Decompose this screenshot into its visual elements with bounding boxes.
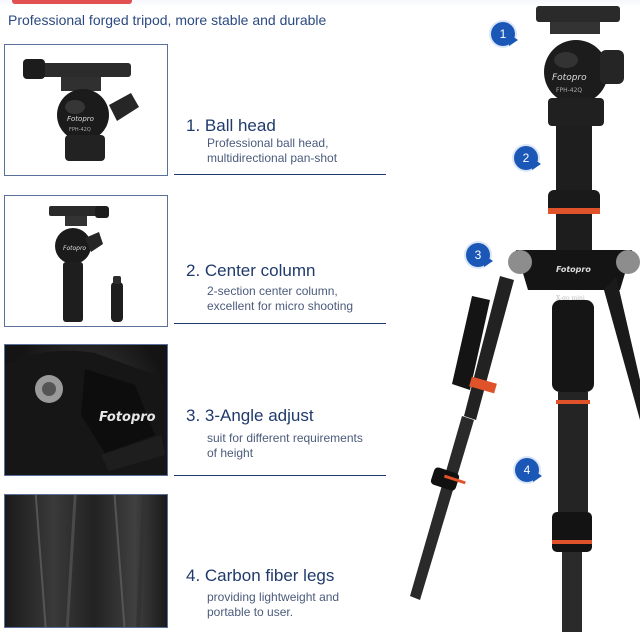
feature-title: 1. Ball head xyxy=(186,116,276,135)
column-brand-label: Fotopro xyxy=(63,245,86,252)
marker-center-column: 2 xyxy=(514,146,541,170)
feature-divider xyxy=(174,475,386,476)
angle-brand-label: Fotopro xyxy=(99,410,156,425)
carbon-fiber-image xyxy=(4,494,168,628)
feature-center-column: Fotopro 2. Center column 2-section cente… xyxy=(0,195,390,345)
page-tagline: Professional forged tripod, more stable … xyxy=(8,12,327,28)
ball-head-image: Fotopro FPH-42Q xyxy=(4,44,168,176)
feature-desc-line2: excellent for micro shooting xyxy=(207,299,354,313)
column-model-label: X-go mini xyxy=(556,295,585,302)
tripod-model-label: FPH-42Q xyxy=(556,87,582,94)
feature-title: 3. 3-Angle adjust xyxy=(186,406,314,425)
feature-title: 2. Center column xyxy=(186,261,316,280)
spider-brand-label: Fotopro xyxy=(556,265,591,274)
top-banner-strip xyxy=(0,0,640,8)
feature-desc-line2: multidirectional pan-shot xyxy=(207,151,338,165)
feature-desc-line1: suit for different requirements xyxy=(207,431,363,445)
feature-divider xyxy=(174,323,386,324)
feature-title: 4. Carbon fiber legs xyxy=(186,566,335,585)
feature-divider xyxy=(174,174,386,175)
angle-adjust-image: Fotopro xyxy=(4,344,168,476)
marker-carbon-legs: 4 xyxy=(515,458,542,482)
ball-head-model-label: FPH-42Q xyxy=(69,127,91,133)
marker-ball-head: 1 xyxy=(491,22,518,46)
feature-desc-line1: providing lightweight and xyxy=(207,590,340,604)
feature-desc-line2: portable to user. xyxy=(207,605,294,619)
tripod-product-image: Fotopro FPH-42Q Fotopro X-go mini xyxy=(380,0,640,640)
center-column-image: Fotopro xyxy=(4,195,168,327)
feature-carbon-legs: 4. Carbon fiber legs providing lightweig… xyxy=(0,494,390,640)
feature-desc-line1: Professional ball head, xyxy=(207,136,329,150)
ball-head-brand-label: Fotopro xyxy=(67,115,94,123)
feature-desc-line2: of height xyxy=(207,446,254,460)
feature-angle-adjust: Fotopro 3. 3-Angle adjust suit for diffe… xyxy=(0,344,390,494)
tripod-brand-label: Fotopro xyxy=(552,73,587,83)
feature-ball-head: Fotopro FPH-42Q 1. Ball head Professiona… xyxy=(0,44,390,194)
feature-desc-line1: 2-section center column, xyxy=(207,284,338,298)
marker-angle-adjust: 3 xyxy=(466,243,493,267)
